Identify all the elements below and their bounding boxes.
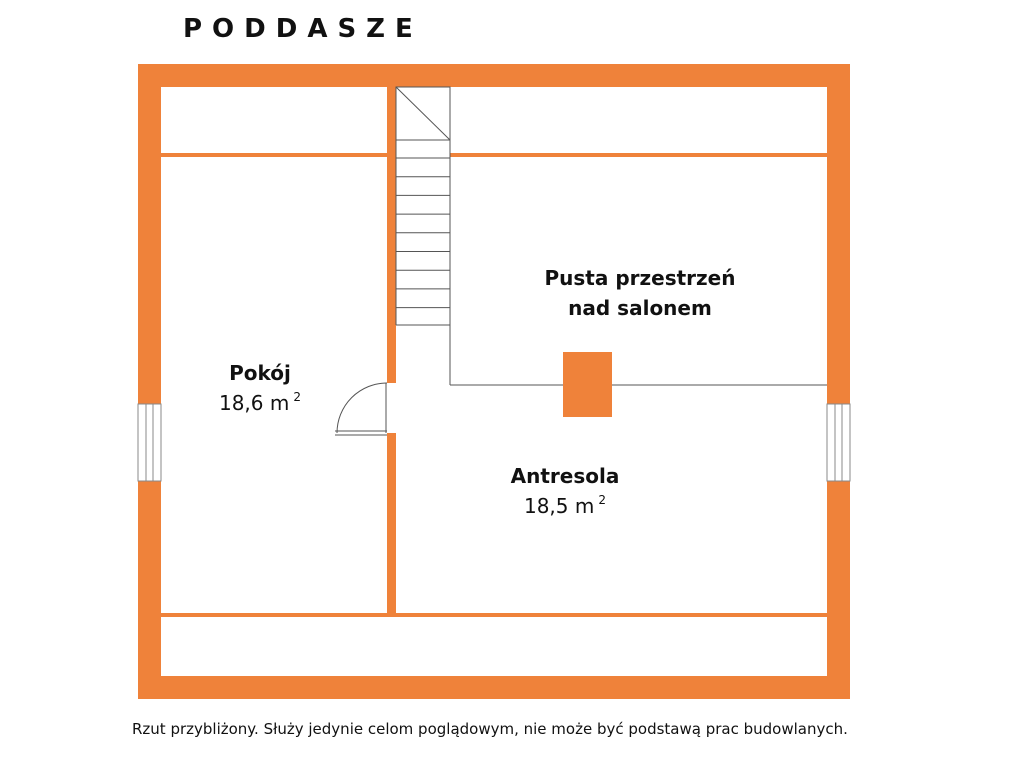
outer-wall-top (138, 64, 850, 87)
outer-wall-bottom (138, 676, 850, 699)
outer-wall-left-upper (138, 64, 161, 404)
staircase (395, 86, 451, 385)
room-label-void: Pusta przestrzeń nad salonem (520, 263, 760, 323)
void-label-line1: Pusta przestrzeń (544, 266, 736, 290)
knee-wall-top-left (161, 153, 387, 157)
page-title: PODDASZE (183, 14, 423, 44)
stair-treads (396, 157, 450, 309)
window-left (137, 403, 162, 482)
chimney (563, 352, 612, 417)
outer-wall-left-lower (138, 481, 161, 699)
disclaimer-text: Rzut przybliżony. Służy jedynie celom po… (132, 720, 848, 738)
door-pokoj[interactable] (335, 382, 388, 436)
outer-wall-right-lower (827, 481, 850, 699)
knee-wall-bottom (161, 613, 827, 617)
room-name-pokoj: Pokój (229, 361, 291, 385)
void-label-line2: nad salonem (568, 296, 712, 320)
interior-wall-upper (387, 87, 396, 383)
outer-wall-right-upper (827, 64, 850, 404)
interior-wall-lower (387, 433, 396, 617)
window-right (826, 403, 851, 482)
knee-wall-top-right (450, 153, 827, 157)
room-name-antresola: Antresola (510, 464, 620, 488)
